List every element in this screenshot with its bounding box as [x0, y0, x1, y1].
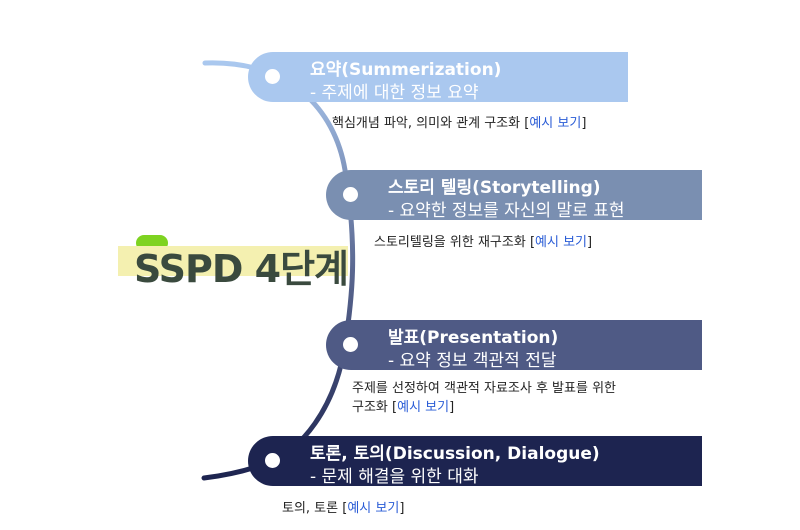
- title-text: SSPD 4단계: [134, 247, 349, 291]
- step-description-4: 토의, 토론 [예시 보기]: [282, 501, 405, 516]
- step-heading: 요약(Summerization): [310, 60, 502, 80]
- step-storytelling: 스토리 텔링(Storytelling) - 요약한 정보를 자신의 말로 표현: [326, 170, 702, 221]
- step-description-1: 핵심개념 파악, 의미와 관계 구조화 [예시 보기]: [332, 116, 587, 131]
- step-subtitle: - 문제 해결을 위한 대화: [310, 467, 479, 487]
- step-subtitle: - 주제에 대한 정보 요약: [310, 83, 479, 103]
- step-heading: 발표(Presentation): [388, 328, 559, 348]
- step-presentation: 발표(Presentation) - 요약 정보 객관적 전달: [326, 320, 702, 371]
- example-link[interactable]: 예시 보기: [397, 400, 450, 415]
- description-text-2: 구조화: [352, 400, 388, 415]
- example-link[interactable]: 예시 보기: [535, 235, 587, 250]
- step-summarization: 요약(Summerization) - 주제에 대한 정보 요약: [248, 52, 628, 103]
- step-description-2: 스토리텔링을 위한 재구조화 [예시 보기]: [374, 235, 593, 250]
- description-text: 스토리텔링을 위한 재구조화: [374, 235, 526, 250]
- title-highlight: [118, 246, 348, 276]
- step-heading: 스토리 텔링(Storytelling): [388, 178, 601, 198]
- step-subtitle: - 요약 정보 객관적 전달: [388, 351, 557, 371]
- step-dot: [265, 69, 280, 84]
- diagram-title: SSPD 4단계: [112, 232, 362, 292]
- step-description-3: 주제를 선정하여 객관적 자료조사 후 발표를 위한 구조화 [예시 보기]: [352, 381, 616, 415]
- step-dot: [265, 453, 280, 468]
- description-text: 토의, 토론: [282, 501, 339, 516]
- step-dot: [343, 187, 358, 202]
- description-text: 주제를 선정하여 객관적 자료조사 후 발표를 위한: [352, 381, 616, 396]
- step-discussion: 토론, 토의(Discussion, Dialogue) - 문제 해결을 위한…: [248, 436, 702, 487]
- step-subtitle: - 요약한 정보를 자신의 말로 표현: [388, 201, 625, 221]
- example-link[interactable]: 예시 보기: [347, 501, 400, 516]
- step-dot: [343, 337, 358, 352]
- description-text: 핵심개념 파악, 의미와 관계 구조화: [332, 116, 521, 131]
- example-link[interactable]: 예시 보기: [529, 116, 582, 131]
- step-heading: 토론, 토의(Discussion, Dialogue): [310, 444, 600, 464]
